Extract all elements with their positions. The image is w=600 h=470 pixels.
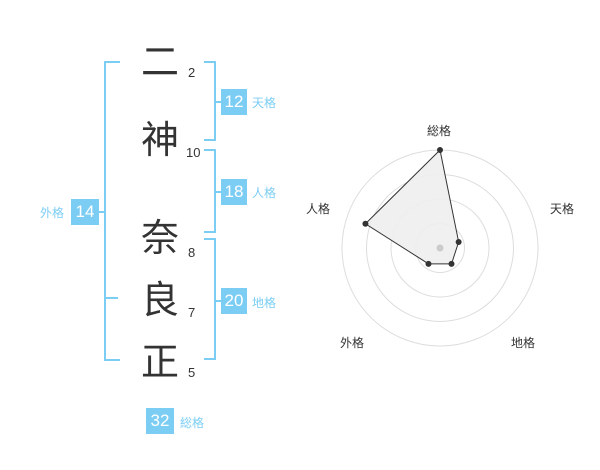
radar-label-chikaku: 地格 bbox=[511, 336, 536, 350]
radar-point-1 bbox=[437, 147, 443, 153]
radar-ring-2 bbox=[390, 198, 490, 298]
radar-rings bbox=[341, 149, 539, 347]
jinkaku-label: 人格 bbox=[252, 186, 277, 200]
radar-ring-3 bbox=[366, 174, 514, 322]
name-char-4: 良 bbox=[140, 278, 179, 322]
name-char-2: 神 bbox=[140, 118, 179, 162]
gaikaku-bracket-stub bbox=[98, 211, 104, 213]
chikaku-badge: 20 bbox=[221, 288, 247, 314]
stroke-count-5: 5 bbox=[188, 365, 196, 380]
radar-point-4 bbox=[425, 260, 432, 267]
radar-ring-1 bbox=[415, 223, 465, 273]
stroke-count-2: 10 bbox=[186, 145, 201, 160]
radar-label-jinkaku: 人格 bbox=[306, 202, 331, 216]
radar-ring-4 bbox=[341, 149, 539, 347]
radar-center-dot bbox=[436, 244, 444, 252]
chikaku-bracket-stub bbox=[216, 300, 222, 302]
stroke-count-3: 8 bbox=[188, 245, 196, 260]
name-char-3: 奈 bbox=[140, 216, 179, 260]
stroke-count-1: 2 bbox=[188, 65, 196, 80]
soukaku-label: 総格 bbox=[180, 416, 205, 430]
stroke-count-4: 7 bbox=[188, 305, 196, 320]
chikaku-bracket bbox=[204, 238, 216, 360]
gaikaku-badge: 14 bbox=[71, 199, 99, 225]
jinkaku-badge: 18 bbox=[221, 179, 247, 205]
radar-area bbox=[364, 148, 460, 265]
radar-point-5 bbox=[362, 220, 369, 227]
radar-point-3 bbox=[448, 260, 455, 267]
radar-points bbox=[362, 147, 462, 267]
soukaku-badge: 32 bbox=[146, 408, 174, 434]
jinkaku-bracket-stub bbox=[216, 191, 222, 193]
name-char-5: 正 bbox=[140, 340, 179, 384]
radar-label-tenkaku: 天格 bbox=[550, 202, 575, 216]
tenkaku-bracket-stub bbox=[216, 101, 222, 103]
chikaku-label: 地格 bbox=[252, 296, 277, 310]
gaikaku-label: 外格 bbox=[40, 206, 65, 220]
gaikaku-bracket bbox=[104, 61, 120, 361]
tenkaku-label: 天格 bbox=[252, 96, 277, 110]
tenkaku-badge: 12 bbox=[221, 89, 247, 115]
radar-label-gaikaku: 外格 bbox=[340, 336, 365, 350]
jinkaku-bracket bbox=[204, 149, 216, 233]
name-char-1: 二 bbox=[140, 40, 179, 84]
gaikaku-bracket-tick bbox=[104, 297, 118, 299]
radar-label-soukaku: 総格 bbox=[427, 124, 452, 138]
tenkaku-bracket bbox=[204, 61, 216, 141]
radar-point-2 bbox=[455, 238, 462, 245]
